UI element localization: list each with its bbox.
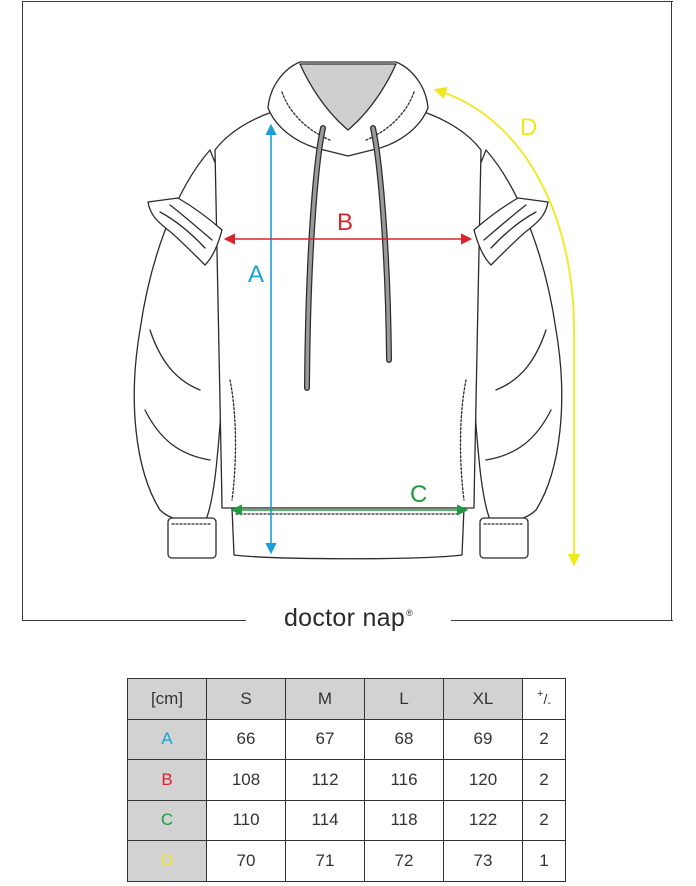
measure-label-d: D <box>520 114 537 141</box>
table-row: D 70 71 72 73 1 <box>127 840 566 882</box>
measure-label-c: C <box>410 481 427 508</box>
hood-lining <box>299 63 397 131</box>
table-cell: 116 <box>364 759 444 801</box>
size-header: S <box>206 678 286 720</box>
tolerance-minus: - <box>547 696 551 709</box>
row-label-d: D <box>127 840 207 882</box>
table-cell: 114 <box>285 799 365 841</box>
table-row: C 110 114 118 122 2 <box>127 799 566 841</box>
left-cuff <box>167 517 217 559</box>
tolerance-cell: 2 <box>522 799 566 841</box>
hoodie-diagram: A B C D <box>133 61 581 567</box>
table-cell: 110 <box>206 799 286 841</box>
table-cell: 66 <box>206 718 286 760</box>
brand-logo: doctor nap® <box>246 604 451 633</box>
table-header-row: [cm] S M L XL +/- <box>127 678 566 720</box>
size-table: [cm] S M L XL +/- A 66 67 68 69 2 B 108 … <box>127 678 566 882</box>
measure-label-b: B <box>337 209 353 236</box>
tolerance-plus: + <box>537 687 544 700</box>
table-cell: 108 <box>206 759 286 801</box>
table-cell: 120 <box>443 759 523 801</box>
table-cell: 118 <box>364 799 444 841</box>
frame-right-border <box>671 1 672 621</box>
right-drawstring <box>371 126 391 362</box>
left-ruffle <box>147 197 223 266</box>
size-header: M <box>285 678 365 720</box>
row-label-b: B <box>127 759 207 801</box>
table-cell: 112 <box>285 759 365 801</box>
measure-label-a: A <box>248 261 264 288</box>
table-cell: 122 <box>443 799 523 841</box>
row-label-c: C <box>127 799 207 841</box>
unit-header: [cm] <box>127 678 207 720</box>
frame-left-border <box>22 1 23 621</box>
table-row: A 66 67 68 69 2 <box>127 718 566 760</box>
brand-name: doctor nap <box>283 604 406 632</box>
measure-line-d <box>433 86 581 567</box>
left-drawstring <box>305 126 325 390</box>
tolerance-header: +/- <box>522 678 566 720</box>
frame-bottom-border-right <box>451 620 673 621</box>
table-cell: 68 <box>364 718 444 760</box>
table-cell: 70 <box>206 840 286 882</box>
frame-top-border <box>22 1 673 2</box>
waistband <box>231 507 465 560</box>
size-header: XL <box>443 678 523 720</box>
table-cell: 71 <box>285 840 365 882</box>
table-cell: 67 <box>285 718 365 760</box>
table-cell: 72 <box>364 840 444 882</box>
hoodie-body <box>214 111 482 509</box>
size-header: L <box>364 678 444 720</box>
table-row: B 108 112 116 120 2 <box>127 759 566 801</box>
tolerance-cell: 1 <box>522 840 566 882</box>
table-cell: 69 <box>443 718 523 760</box>
frame-bottom-border-left <box>22 620 246 621</box>
registered-mark: ® <box>406 608 414 618</box>
tolerance-slash: / <box>543 690 548 707</box>
table-cell: 73 <box>443 840 523 882</box>
row-label-a: A <box>127 718 207 760</box>
tolerance-cell: 2 <box>522 759 566 801</box>
tolerance-cell: 2 <box>522 718 566 760</box>
